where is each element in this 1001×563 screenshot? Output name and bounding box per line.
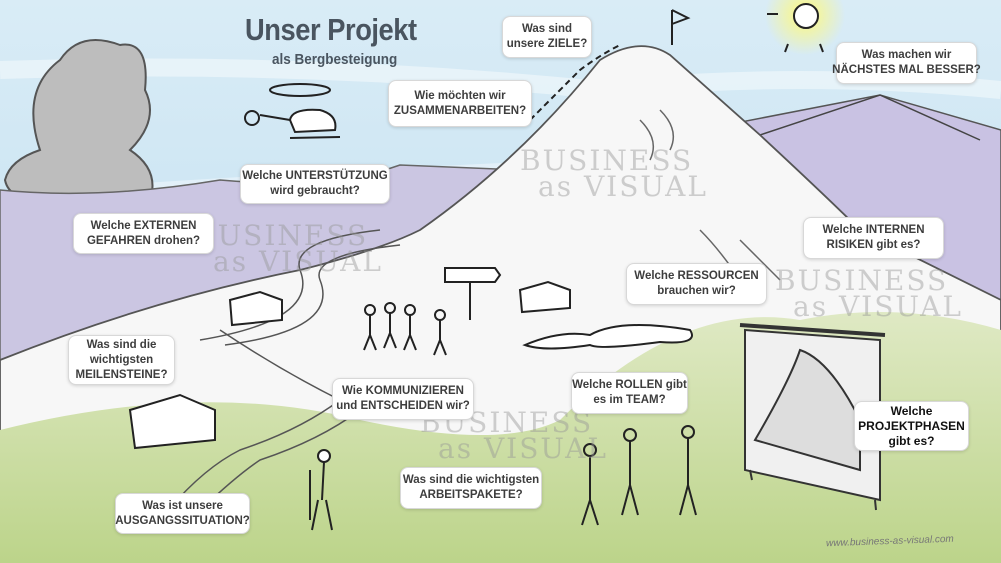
watermark-line2: as VISUAL [793, 290, 963, 323]
bubble-text-line: ZUSAMMENARBEITEN? [393, 104, 527, 117]
bubble-text-line: Welche RESSOURCEN [634, 270, 759, 282]
signpost-icon [444, 267, 502, 320]
bubble-text-line: GEFAHREN drohen? [86, 234, 201, 247]
bubble-text-line: Was sind die wichtigsten [402, 474, 540, 486]
bubble-text-line: wird gebraucht? [270, 185, 360, 197]
bubble-unterstuetzung: Welche UNTERSTÜTZUNG wird gebraucht? [240, 164, 390, 204]
watermark-line1: BUSINESS [775, 264, 949, 297]
bubble-text-line: MEILENSTEINE? [75, 368, 168, 381]
bubble-kommunizieren: Wie KOMMUNIZIEREN und ENTSCHEIDEN wir? [332, 378, 474, 420]
bubble-text-line: Welche INTERNEN [822, 224, 925, 236]
bubble-text-line: Was sind die [86, 338, 157, 351]
watermark-line1: BUSINESS [195, 219, 369, 252]
bubble-text-line: ARBEITSPAKETE? [419, 489, 523, 501]
bubble-text-line: NÄCHSTES MAL BESSER? [832, 64, 981, 76]
bubble-text-line: Welche [890, 403, 933, 418]
bubble-text-line: brauchen wir? [657, 285, 736, 297]
sun-icon [765, 0, 845, 55]
bubble-text-line: AUSGANGSSITUATION? [115, 514, 250, 527]
bubble-text-line: Welche UNTERSTÜTZUNG [242, 170, 388, 182]
bubble-text-line: Wie möchten wir [414, 89, 506, 102]
watermark-line1: BUSINESS [520, 144, 694, 177]
watermark-line2: as VISUAL [213, 245, 383, 278]
bubble-text-line: es im TEAM? [593, 394, 666, 406]
bubble-text-line: wichtigsten [89, 353, 154, 366]
bubble-text-line: Welche EXTERNEN [90, 219, 197, 232]
bubble-text-line: Was ist unsere [142, 499, 223, 512]
bubble-ziele: Was sind unsere ZIELE? [502, 16, 592, 58]
bubble-text-line: PROJEKTPHASEN [858, 418, 965, 433]
page-title: Unser Projekt [245, 12, 417, 47]
page-subtitle: als Bergbesteigung [272, 51, 398, 68]
watermark-line2: as VISUAL [438, 432, 608, 465]
bubble-text-line: gibt es? [888, 433, 935, 448]
bubble-text-line: Was machen wir [861, 49, 952, 61]
bubble-text-line: Welche ROLLEN gibt [572, 379, 687, 391]
bubble-text-line: unsere ZIELE? [506, 38, 588, 50]
bubble-externe-gefahren: Welche EXTERNEN GEFAHREN drohen? [73, 213, 214, 254]
hut-icon [128, 280, 571, 450]
bubble-interne-risiken: Welche INTERNEN RISIKEN gibt es? [803, 217, 944, 259]
watermark-line2: as VISUAL [538, 170, 708, 203]
helicopter-icon [244, 83, 341, 139]
bubble-ressourcen: Welche RESSOURCEN brauchen wir? [626, 263, 767, 305]
hiker-figures [309, 9, 697, 531]
bubble-text-line: und ENTSCHEIDEN wir? [336, 400, 470, 412]
lake-icon [522, 324, 693, 350]
bubble-text-line: RISIKEN gibt es? [826, 239, 921, 251]
bubble-text-line: Was sind [521, 23, 573, 35]
bubble-text-line: Wie KOMMUNIZIEREN [342, 385, 464, 397]
bubble-rollen: Welche ROLLEN gibt es im TEAM? [571, 372, 688, 414]
planning-board-icon [739, 323, 886, 511]
